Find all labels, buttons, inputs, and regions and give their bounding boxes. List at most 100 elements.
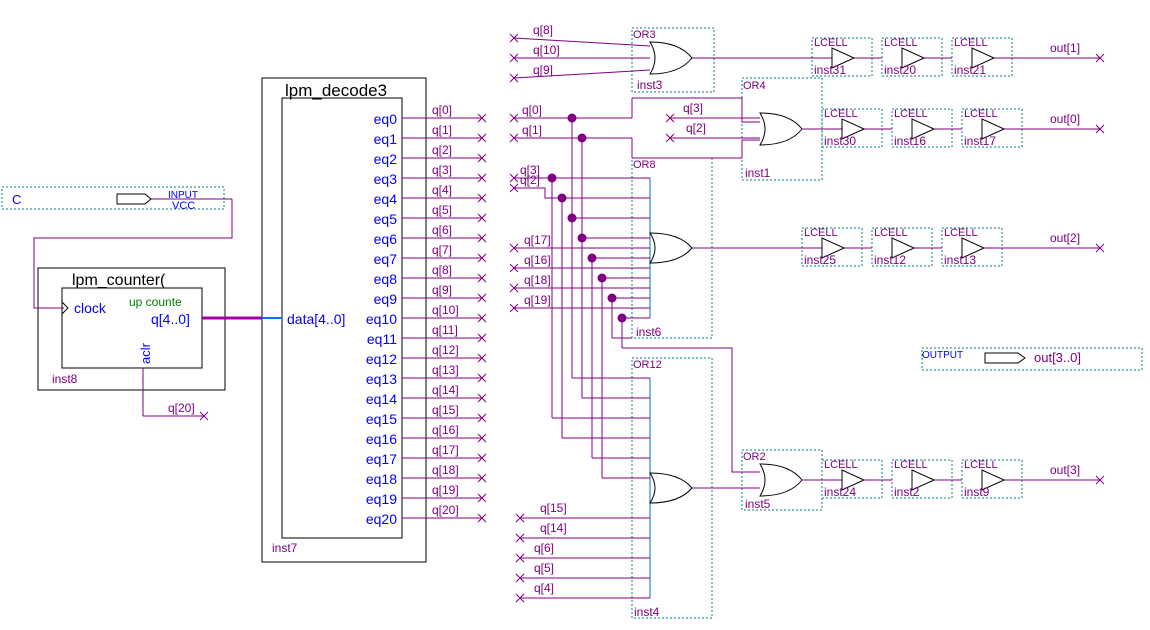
decoder-out-label: q[16]	[432, 423, 459, 437]
lcell-buffer-icon	[841, 118, 866, 140]
decoder-out-label: q[7]	[432, 243, 452, 257]
lcell-inst: inst31	[814, 63, 846, 77]
lcell-label: LCELL	[894, 108, 928, 120]
junction-dot	[557, 193, 567, 203]
or4-gate-icon	[759, 112, 803, 146]
or12-input-label: q[14]	[540, 521, 567, 535]
lcell-inst: inst2	[894, 485, 920, 499]
lcell-buffer-icon	[971, 47, 996, 69]
decoder-port-eq14: eq14	[366, 391, 397, 407]
or3-name: OR3	[633, 29, 656, 41]
decoder-port-eq7: eq7	[374, 251, 398, 267]
wire	[513, 37, 651, 47]
decoder-out-label: q[12]	[432, 343, 459, 357]
lcell-buffer-icon	[981, 118, 1006, 140]
decoder-out-label: q[6]	[432, 223, 452, 237]
lcell-label: LCELL	[964, 459, 998, 471]
output-pin-icon	[984, 352, 1026, 364]
decoder-out-label: q[17]	[432, 443, 459, 457]
decoder-port-eq8: eq8	[374, 271, 398, 287]
decoder-port-eq10: eq10	[366, 311, 397, 327]
x-terminal-icon	[515, 513, 525, 523]
or4-box	[741, 77, 823, 181]
x-terminal-icon	[477, 473, 487, 483]
output-label: out[1]	[1050, 41, 1080, 55]
decoder-port-eq16: eq16	[366, 431, 397, 447]
or3-box	[631, 27, 715, 93]
decoder-port-eq2: eq2	[374, 151, 398, 167]
decoder-out-label: q[13]	[432, 363, 459, 377]
junction-dot	[607, 293, 617, 303]
lcell-box	[961, 459, 1023, 499]
input-pin-box	[1, 186, 225, 210]
decoder-out-label: q[4]	[432, 183, 452, 197]
or3-input-label: q[9]	[533, 63, 553, 77]
lcell-inst: inst24	[824, 485, 856, 499]
decoder-out-label: q[11]	[432, 323, 458, 337]
or12-name: OR12	[633, 359, 662, 371]
decoder-port-eq15: eq15	[366, 411, 397, 427]
decoder-port-eq3: eq3	[374, 171, 398, 187]
x-terminal-icon	[477, 113, 487, 123]
x-terminal-icon	[477, 133, 487, 143]
x-terminal-icon	[477, 353, 487, 363]
lcell-inst: inst30	[824, 134, 856, 148]
input-vcc: VCC	[172, 200, 195, 212]
decoder-out-label: q[19]	[432, 483, 459, 497]
decoder-inst: inst7	[272, 541, 298, 555]
clock-edge-icon	[61, 301, 69, 315]
or2-inst: inst5	[745, 497, 771, 511]
lcell-buffer-icon	[901, 47, 926, 69]
x-terminal-icon	[477, 333, 487, 343]
x-terminal-icon	[509, 53, 519, 63]
x-terminal-icon	[477, 153, 487, 163]
or12-input-label: q[5]	[534, 561, 554, 575]
decoder-port-eq20: eq20	[366, 511, 397, 527]
junction-dot	[597, 273, 607, 283]
x-terminal-icon	[477, 453, 487, 463]
bus-left-label: q[0]	[522, 103, 542, 117]
or8-name: OR8	[633, 159, 656, 171]
lcell-inst: inst9	[964, 485, 990, 499]
x-terminal-icon	[477, 233, 487, 243]
x-terminal-icon	[477, 313, 487, 323]
or3-input-label: q[10]	[533, 43, 560, 57]
lcell-buffer-icon	[831, 47, 856, 69]
output-label: out[3]	[1050, 463, 1080, 477]
decoder-port-eq1: eq1	[374, 131, 398, 147]
or3-input-label: q[8]	[533, 23, 553, 37]
or8-inst: inst6	[636, 325, 662, 339]
or12-input-label: q[6]	[534, 541, 554, 555]
decoder-port-eq11: eq11	[367, 331, 397, 347]
lcell-box	[881, 37, 943, 77]
junction-dot	[617, 313, 627, 323]
lcell-label: LCELL	[874, 227, 908, 239]
decoder-port-eq0: eq0	[374, 111, 398, 127]
or4-input-label: q[2]	[686, 121, 706, 135]
decoder-port-eq18: eq18	[366, 471, 397, 487]
decoder-title: lpm_decode3	[285, 81, 387, 100]
x-terminal-icon	[477, 173, 487, 183]
lcell-inst: inst25	[804, 253, 836, 267]
or3-gate-icon	[649, 41, 693, 75]
decoder-out-label: q[14]	[432, 383, 459, 397]
lcell-inst: inst12	[874, 253, 906, 267]
counter-outer	[37, 267, 226, 391]
lcell-inst: inst17	[964, 134, 996, 148]
x-terminal-icon	[665, 133, 675, 143]
x-terminal-icon	[199, 411, 209, 421]
decoder-out-label: q[2]	[432, 143, 452, 157]
or2-gate-icon	[759, 463, 803, 497]
lcell-label: LCELL	[964, 108, 998, 120]
wire	[33, 199, 233, 309]
lcell-buffer-icon	[961, 237, 986, 259]
or8-input-label: q[3]	[520, 163, 540, 177]
or12-gate-icon	[649, 472, 693, 504]
decoder-port-eq19: eq19	[366, 491, 397, 507]
decoder-port-eq4: eq4	[374, 191, 398, 207]
wire	[513, 69, 651, 79]
x-terminal-icon	[477, 253, 487, 263]
junction-dot	[567, 213, 577, 223]
or3-inst: inst3	[637, 78, 663, 92]
or4-input-label: q[3]	[683, 101, 703, 115]
